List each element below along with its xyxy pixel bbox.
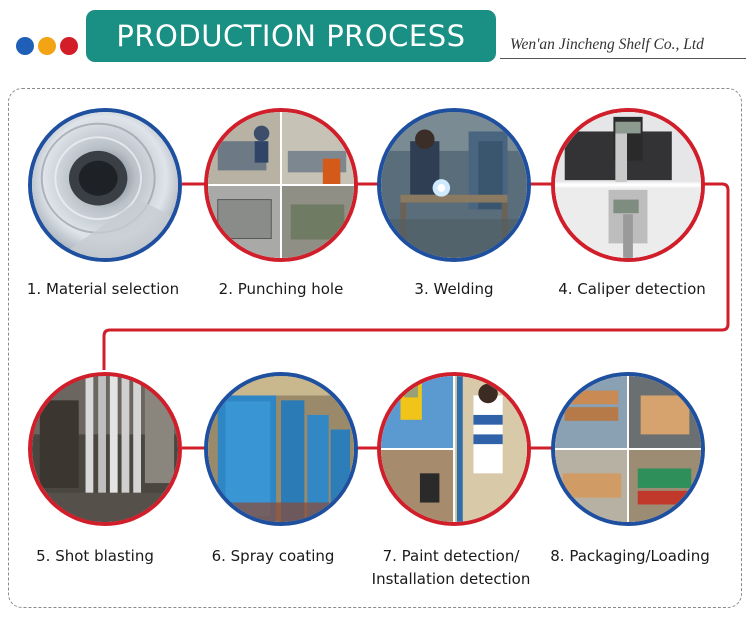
blue-dot: [16, 37, 34, 55]
step-5-circle: [28, 372, 182, 526]
title-banner: PRODUCTION PROCESS: [86, 10, 496, 62]
company-underline: [500, 58, 746, 59]
step-8-label: 8. Packaging/Loading: [550, 547, 710, 565]
step-7-label-line1: 7. Paint detection/: [382, 547, 520, 565]
step-4-label: 4. Caliper detection: [558, 280, 706, 298]
step-7-label-line2: Installation detection: [371, 570, 531, 588]
step-3-label: 3. Welding: [414, 280, 494, 298]
shot-blasting-photo-icon: [32, 376, 178, 522]
red-dot: [60, 37, 78, 55]
step-1-circle: [28, 108, 182, 262]
step-5-label: 5. Shot blasting: [36, 547, 154, 565]
company-name: Wen'an Jincheng Shelf Co., Ltd: [510, 36, 704, 53]
orange-dot: [38, 37, 56, 55]
step-2-circle: [204, 108, 358, 262]
step-2-label: 2. Punching hole: [218, 280, 344, 298]
step-6-circle: [204, 372, 358, 526]
paint-detection-photo-icon: [381, 376, 527, 522]
step-8-circle: [551, 372, 705, 526]
step-6-label: 6. Spray coating: [211, 547, 335, 565]
connector-4-5: [102, 182, 730, 370]
spray-coating-photo-icon: [208, 376, 354, 522]
punching-machine-photo-icon: [208, 112, 354, 258]
welding-photo-icon: [381, 112, 527, 258]
steel-coil-photo-icon: [32, 112, 178, 258]
decorative-dots: [16, 37, 78, 55]
step-4-circle: [551, 108, 705, 262]
packaging-loading-photo-icon: [555, 376, 701, 522]
step-3-circle: [377, 108, 531, 262]
page-title: PRODUCTION PROCESS: [116, 19, 466, 53]
caliper-photo-icon: [555, 112, 701, 258]
step-7-circle: [377, 372, 531, 526]
process-frame: [8, 88, 742, 608]
step-1-label: 1. Material selection: [26, 280, 180, 298]
step-7-label: 7. Paint detection/ Installation detecti…: [360, 545, 542, 591]
